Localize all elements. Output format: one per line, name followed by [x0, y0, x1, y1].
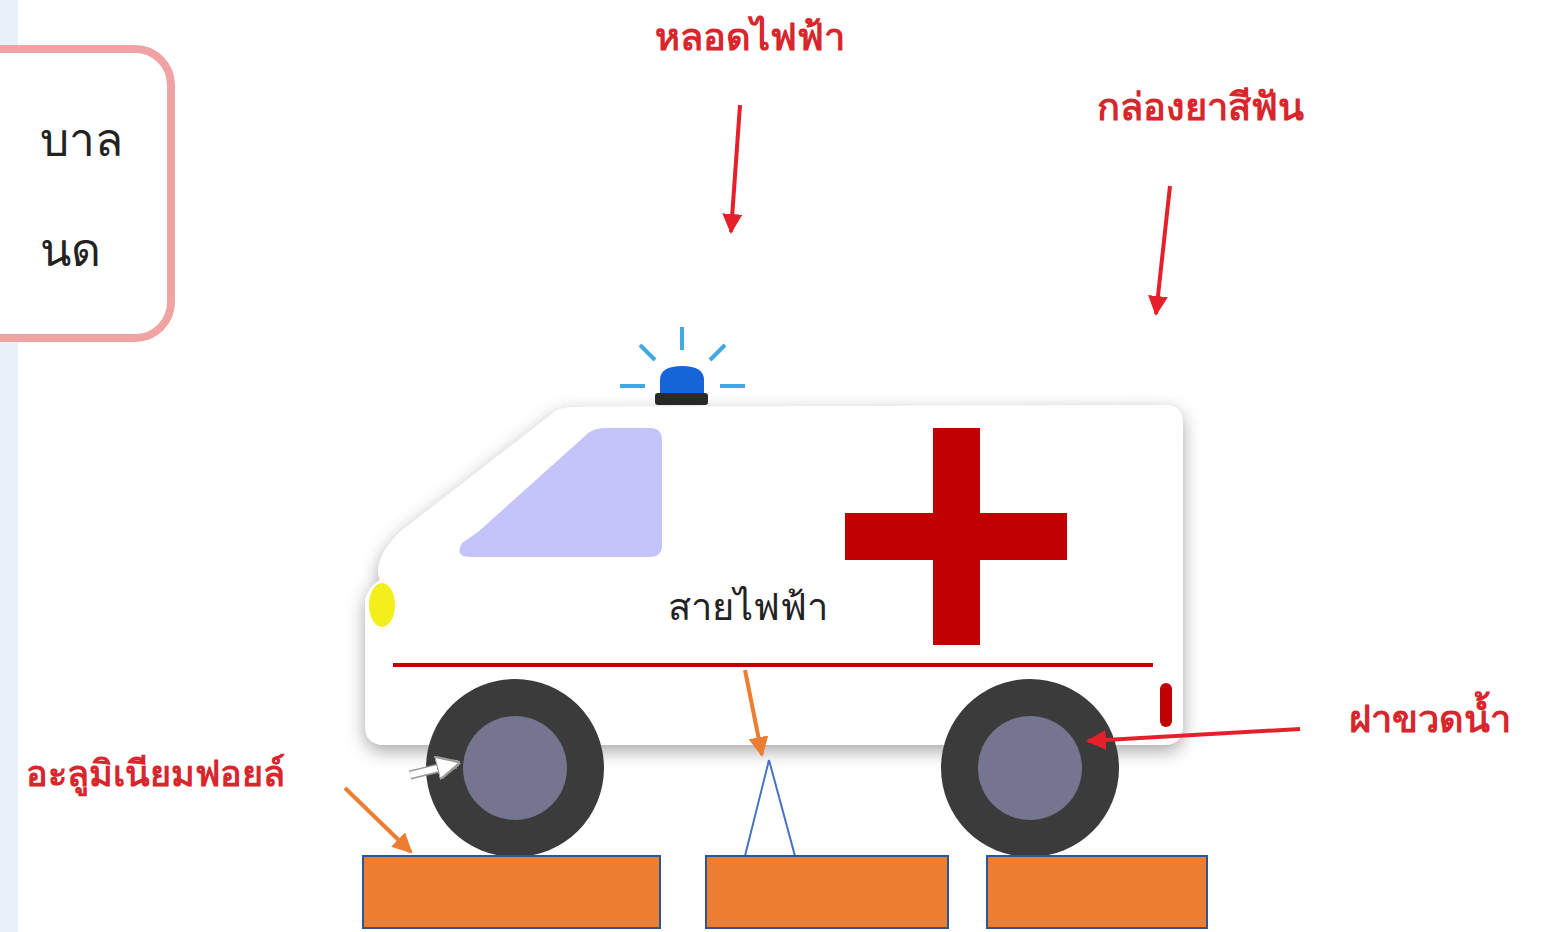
siren-light [620, 327, 745, 405]
headlight [369, 583, 395, 627]
box-text: นด [40, 213, 101, 286]
part-label: ฝาขวดน้ำ [1349, 697, 1511, 743]
foil-block [363, 856, 660, 928]
van-window [459, 428, 662, 557]
red-cross [845, 428, 1067, 645]
part-label: สายไฟฟ้า [668, 585, 828, 631]
part-label: อะลูมิเนียมฟอยล์ [26, 752, 285, 795]
box-text: บาล [40, 103, 123, 176]
wire [745, 760, 795, 856]
leader-arrow [410, 763, 458, 775]
leader-arrow [1156, 186, 1170, 314]
side-stripe [393, 663, 1153, 667]
rounded-box: บาลนด [0, 45, 175, 342]
foil-block [987, 856, 1207, 928]
leader-arrow [731, 105, 740, 232]
leader-arrow [345, 788, 411, 852]
part-label: กล่องยาสีฟัน [1097, 85, 1304, 131]
tail-light [1160, 683, 1172, 727]
wheel [941, 679, 1119, 857]
leader-arrow [745, 670, 762, 755]
foil-block [706, 856, 948, 928]
leader-arrow [1088, 729, 1300, 741]
part-label: หลอดไฟฟ้า [655, 15, 845, 61]
